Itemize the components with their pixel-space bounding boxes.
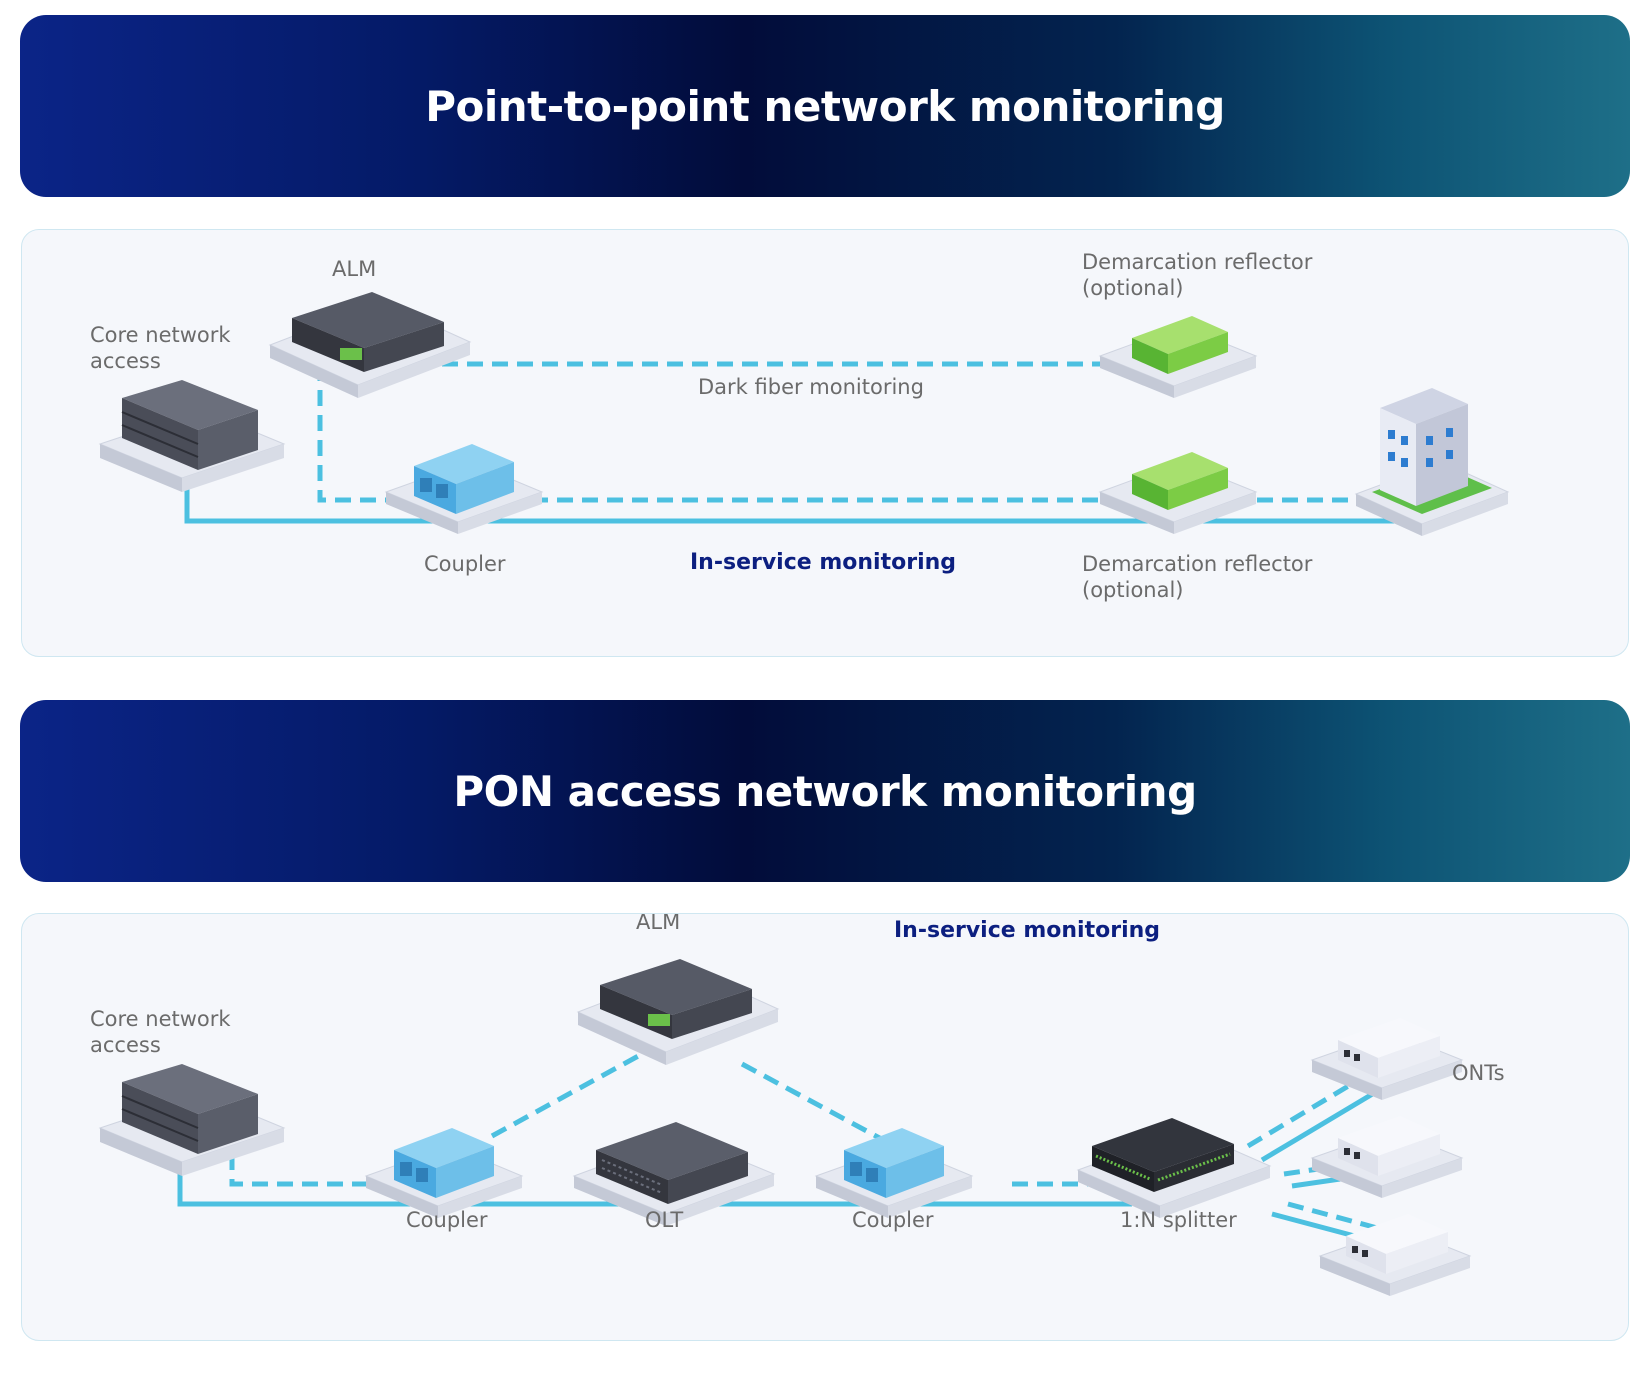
label-core-network-access: Core network access	[90, 323, 231, 373]
building-icon	[1354, 388, 1510, 536]
pon-core-network-device-icon	[98, 1064, 286, 1176]
section-title-point-to-point: Point-to-point network monitoring	[425, 81, 1225, 131]
diagram-pon: Core network access ALM In-service monit…	[21, 913, 1629, 1341]
pon-coupler-right-icon	[814, 1128, 974, 1218]
pon-label-in-service-monitoring: In-service monitoring	[894, 918, 1161, 943]
pon-alm-device-icon	[576, 959, 780, 1065]
label-olt: OLT	[645, 1208, 684, 1232]
section-title-pon: PON access network monitoring	[453, 766, 1197, 816]
label-coupler: Coupler	[424, 552, 506, 576]
pon-dashed-ont-1	[1246, 1051, 1404, 1149]
label-alm: ALM	[332, 257, 377, 281]
olt-device-icon	[572, 1122, 776, 1226]
pon-network-diagram	[98, 959, 1472, 1296]
p2p-fiber-lines	[184, 361, 1452, 524]
p2p-dashed-alm-to-coupler	[317, 365, 442, 503]
pon-label-coupler-right: Coupler	[852, 1208, 934, 1232]
pon-dashed-core-to-coupler	[229, 1154, 382, 1187]
pon-coupler-left-icon	[364, 1128, 524, 1218]
pon-label-coupler-left: Coupler	[406, 1208, 488, 1232]
label-in-service-monitoring: In-service monitoring	[690, 550, 957, 575]
p2p-solid-fiber	[184, 480, 1452, 524]
p2p-coupler-icon	[384, 444, 544, 534]
banner-point-to-point: Point-to-point network monitoring	[20, 15, 1630, 197]
core-network-device-icon	[98, 380, 286, 492]
label-splitter: 1:N splitter	[1120, 1208, 1237, 1232]
ont-device-2-icon	[1310, 1116, 1464, 1198]
diagram-point-to-point: Core network access ALM Demarcation refl…	[21, 229, 1629, 657]
ont-device-1-icon	[1310, 1018, 1464, 1100]
pon-dashed-coupler-to-alm	[490, 1051, 644, 1139]
pon-label-core-network-access: Core network access	[90, 1007, 231, 1057]
pon-label-alm: ALM	[636, 913, 681, 934]
label-demarcation-reflector-top: Demarcation reflector (optional)	[1082, 250, 1313, 300]
pon-dashed-alm-to-coupler	[740, 1061, 904, 1153]
ont-device-3-icon	[1318, 1214, 1472, 1296]
p2p-network-diagram	[98, 292, 1510, 536]
splitter-device-icon	[1076, 1118, 1272, 1218]
label-onts: ONTs	[1452, 1061, 1505, 1085]
alm-device-icon	[268, 292, 472, 398]
label-dark-fiber-monitoring: Dark fiber monitoring	[698, 375, 924, 399]
label-demarcation-reflector-bottom: Demarcation reflector (optional)	[1082, 552, 1313, 602]
demarcation-reflector-top-icon	[1098, 316, 1258, 398]
banner-pon: PON access network monitoring	[20, 700, 1630, 882]
demarcation-reflector-bottom-icon	[1098, 452, 1258, 534]
